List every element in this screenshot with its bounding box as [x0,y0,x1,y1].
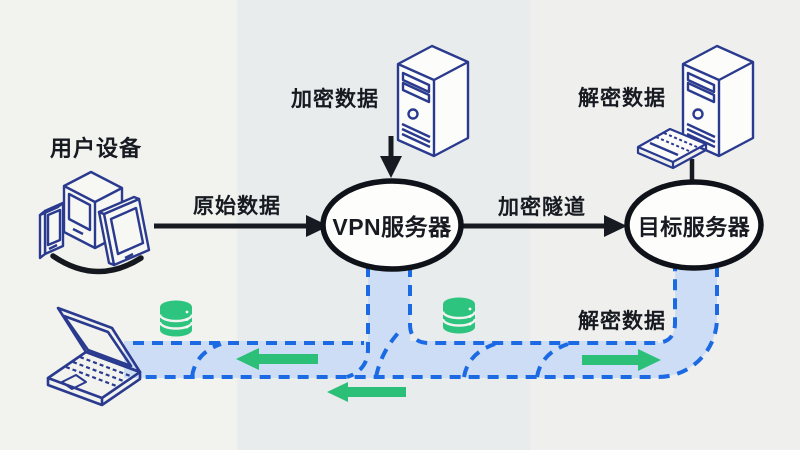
database-cylinder-icon [441,297,477,334]
lane-arc-junction [374,330,401,378]
user-devices-label: 用户设备 [49,136,143,161]
tunnel-fill [124,262,717,378]
vpn-server-node [320,178,464,272]
database-cylinder-icon [158,300,194,337]
laptop-icon [46,306,142,407]
forward-arrow-right [582,349,661,371]
lane-arc-2 [462,342,496,378]
encrypted-tunnel-label: 加密隧道 [498,196,586,219]
flow-arrows [236,348,661,402]
decrypted-data-top-label: 解密数据 [578,87,666,110]
tunnel-boundaries [133,266,719,379]
server-tower-icon [396,44,470,158]
vpn-tunnel-right-and-top-edge [408,266,677,345]
vpn-server-label: VPN服务器 [332,214,452,240]
outer-edge-and-bottom [140,266,719,379]
target-server-node [624,179,764,271]
lane-arc-3 [535,342,569,378]
vpn-tunnel-left-line [346,266,370,379]
keyboard-icon [636,127,708,170]
original-data-label: 原始数据 [193,195,281,218]
return-arrow-left-2 [327,382,406,402]
devices-cluster-icon [38,170,151,275]
lane-arc-1 [190,342,222,378]
devices-arc [50,253,144,275]
return-arrow-left-1 [236,348,318,370]
target-server-label: 目标服务器 [637,215,751,240]
encrypted-data-label: 加密数据 [291,88,379,111]
decrypted-data-return-label: 解密数据 [578,310,666,333]
